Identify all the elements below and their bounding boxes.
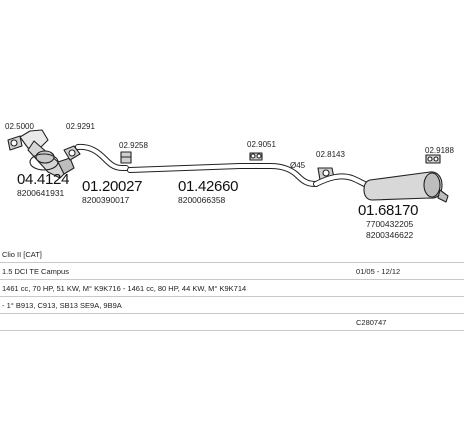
vehicle-years: 01/05 - 12/12 — [356, 267, 401, 276]
gasket-label: 02.9291 — [66, 122, 95, 131]
catalytic-converter-part — [19, 129, 75, 179]
table-row: Clio II [CAT] — [0, 246, 464, 263]
vehicle-model: Clio II [CAT] — [2, 250, 42, 259]
hanger-02-9051 — [249, 152, 263, 161]
bracket-02-9188 — [425, 154, 441, 164]
part-number: 01.42660 — [178, 178, 239, 195]
table-row: 1.5 DCI TE Campus 01/05 - 12/12 — [0, 263, 464, 280]
table-row: 1461 cc, 70 HP, 51 KW, M° K9K716 - 1461 … — [0, 280, 464, 297]
vehicle-power: 1461 cc, 70 HP, 51 KW, M° K9K716 - 1461 … — [2, 284, 247, 293]
rear-muffler-part — [313, 171, 449, 203]
clamp-02-9258 — [120, 151, 132, 164]
diagram-code: C280747 — [356, 318, 387, 327]
part-number: 01.20027 — [82, 178, 143, 195]
part-number: 04.4124 — [17, 171, 70, 188]
clamp-label: 02.9258 — [119, 141, 148, 150]
table-row: C280747 — [0, 314, 464, 331]
pipe-diameter-label: Ø45 — [290, 161, 306, 170]
oe-number: 8200641931 — [17, 188, 65, 198]
middle-pipe-part — [127, 163, 319, 187]
vehicle-engine: 1.5 DCI TE Campus — [2, 267, 69, 276]
clamp-02-5000 — [7, 135, 23, 151]
gasket-label: 02.8143 — [316, 150, 345, 159]
oe-number: 8200346622 — [366, 230, 414, 240]
bracket-label: 02.9188 — [425, 146, 454, 155]
table-row: - 1° B913, C913, SB13 SE9A, 9B9A — [0, 297, 464, 314]
clamp-label: 02.5000 — [5, 122, 34, 131]
gasket-02-9291 — [63, 145, 81, 161]
hanger-label: 02.9051 — [247, 140, 276, 149]
vehicle-types: - 1° B913, C913, SB13 SE9A, 9B9A — [2, 301, 122, 310]
oe-number: 7700432205 — [366, 219, 414, 229]
oe-number: 8200390017 — [82, 195, 130, 205]
part-number: 01.68170 — [358, 202, 419, 219]
exhaust-drawing — [7, 129, 449, 203]
oe-number: 8200066358 — [178, 195, 226, 205]
intermediate-pipe-part — [75, 143, 129, 171]
